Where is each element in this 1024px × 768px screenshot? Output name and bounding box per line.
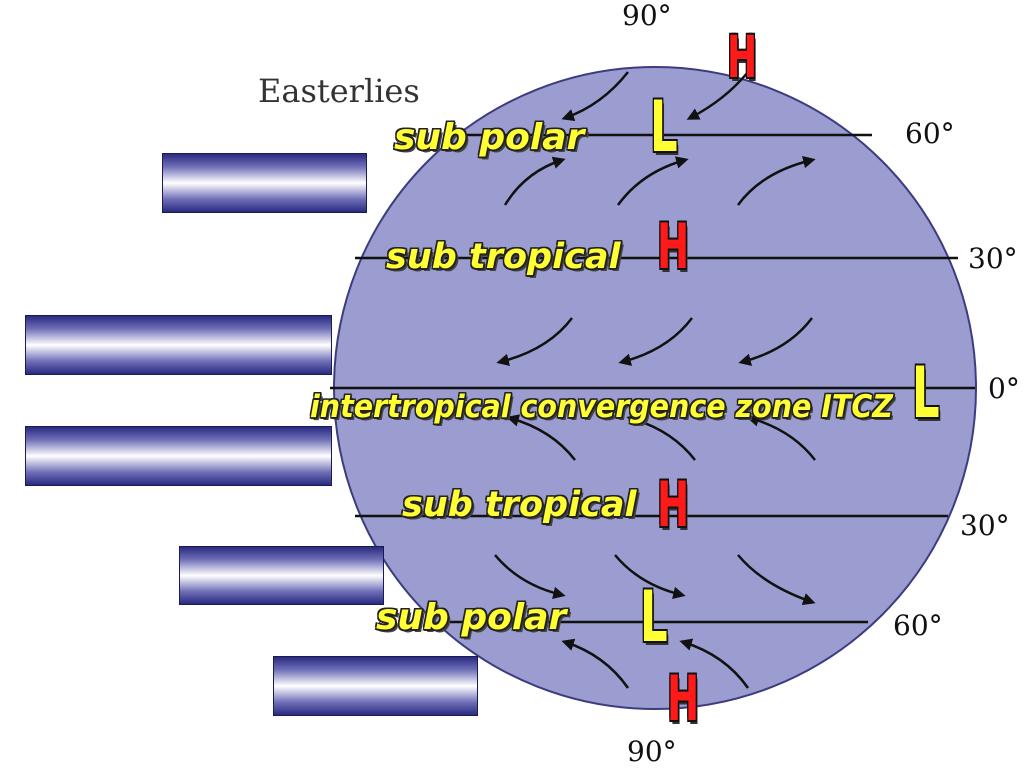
latitude-label-bottom: 90° xyxy=(627,735,677,768)
wind-arrow xyxy=(626,414,696,461)
zone-label-south-sub-polar: sub polar xyxy=(376,597,567,638)
easterlies-title: Easterlies xyxy=(258,72,420,110)
pressure-low-itcz: L xyxy=(912,352,940,434)
pressure-high-north-sub-tropical: H xyxy=(657,210,690,283)
latitude-label-top: 90° xyxy=(622,0,672,32)
wind-arrow xyxy=(496,317,573,366)
wind-arrow xyxy=(561,71,629,121)
latitude-label-south-30: 30° xyxy=(960,509,1010,542)
answer-box-2 xyxy=(25,315,332,375)
latitude-lines xyxy=(330,133,975,624)
answer-box-5 xyxy=(273,656,478,716)
wind-arrow xyxy=(614,554,686,600)
pressure-high-north-pole: H xyxy=(727,23,758,91)
pressure-high-south-sub-tropical: H xyxy=(657,468,690,541)
wind-arrow xyxy=(506,414,576,461)
wind-arrow xyxy=(738,317,813,366)
answer-box-3 xyxy=(25,426,332,486)
wind-arrows xyxy=(494,71,816,689)
latitude-label-north-60: 60° xyxy=(905,117,955,150)
wind-arrow xyxy=(616,156,689,206)
wind-arrow xyxy=(561,638,630,689)
latitude-label-south-60: 60° xyxy=(893,609,943,642)
latitude-label-equator: 0° xyxy=(988,372,1020,405)
pressure-high-south-pole: H xyxy=(667,662,700,735)
wind-arrow xyxy=(746,414,816,461)
answer-box-4 xyxy=(179,546,384,605)
wind-arrow xyxy=(503,156,566,206)
wind-arrow xyxy=(679,638,750,689)
latitude-label-north-30: 30° xyxy=(968,242,1018,275)
pressure-low-north-sub-polar: L xyxy=(650,86,678,168)
wind-arrow xyxy=(737,554,816,606)
zone-label-south-sub-tropical: sub tropical xyxy=(402,485,637,525)
wind-arrow xyxy=(494,554,566,600)
pressure-low-south-sub-polar: L xyxy=(640,576,668,658)
wind-arrow xyxy=(618,317,693,366)
zone-label-north-sub-tropical: sub tropical xyxy=(386,237,621,277)
answer-box-1 xyxy=(162,153,367,213)
zone-label-north-sub-polar: sub polar xyxy=(394,117,585,158)
wind-arrow xyxy=(686,71,749,120)
wind-arrow xyxy=(736,155,816,206)
zone-label-itcz: intertropical convergence zone ITCZ xyxy=(310,389,893,425)
